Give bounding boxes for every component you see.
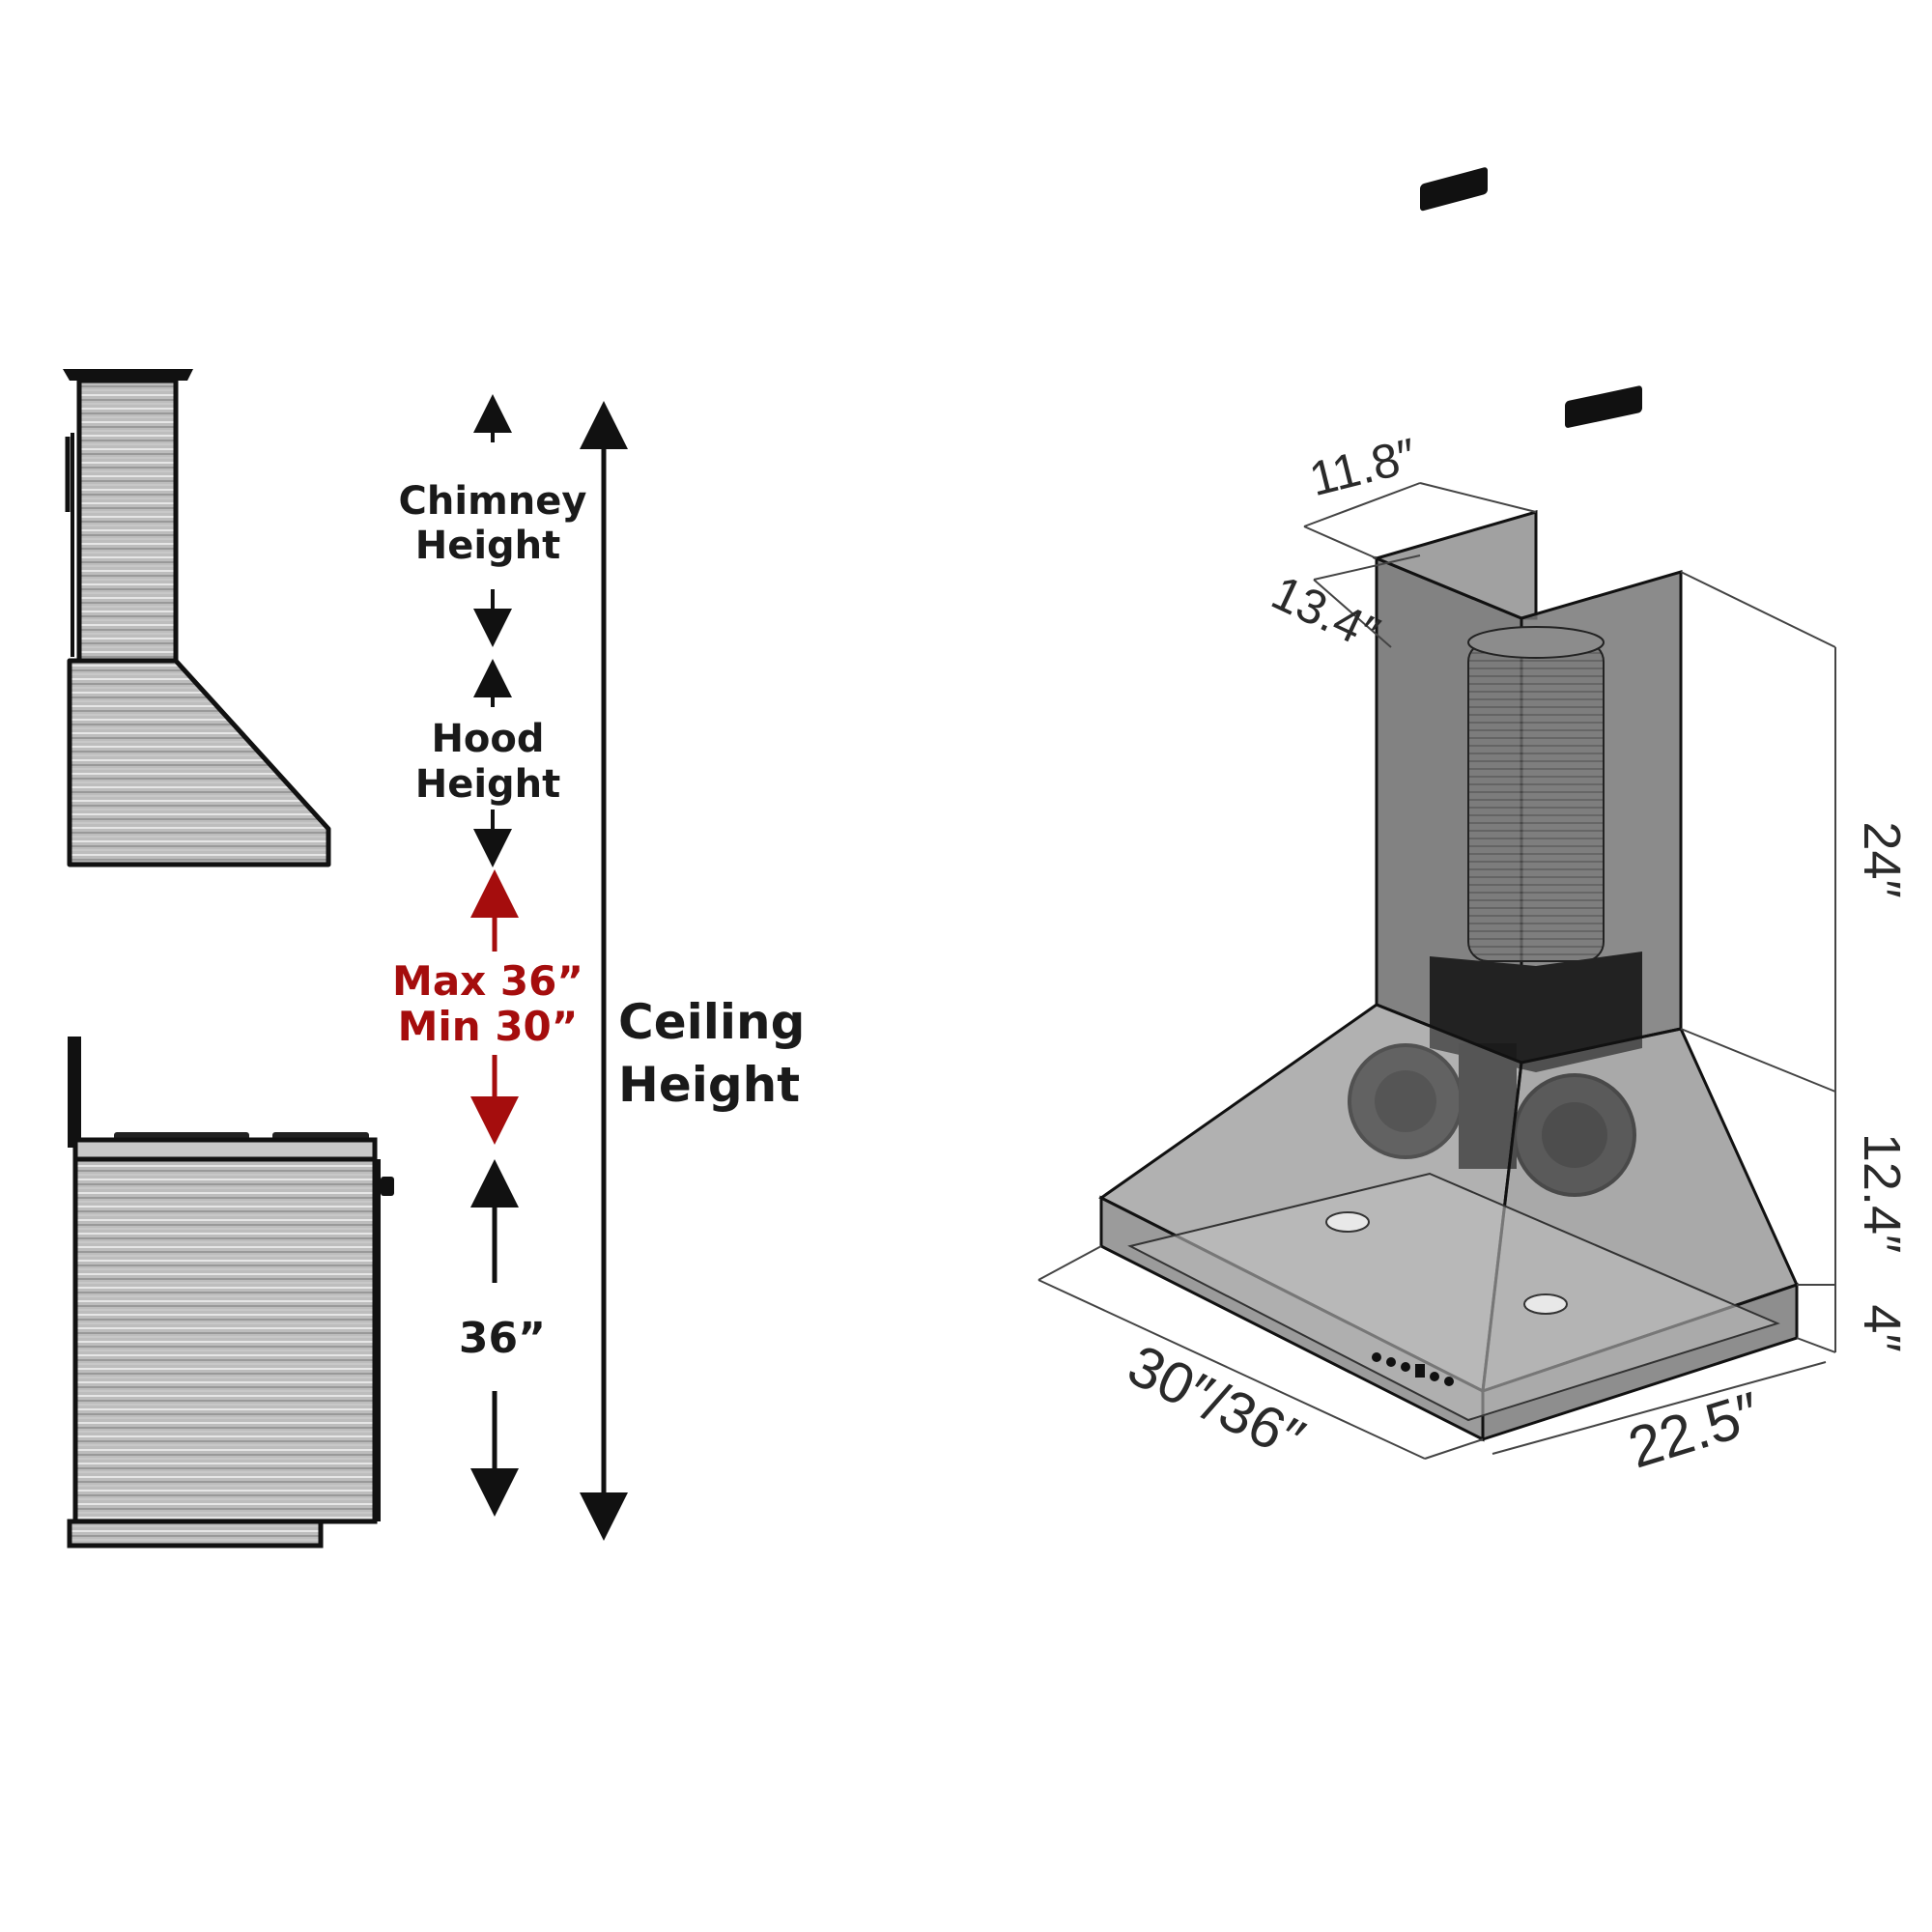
hood-body — [67, 658, 331, 867]
duct-cylinder — [1467, 626, 1605, 962]
dim-chimney-width: 11.8″ — [1304, 428, 1422, 506]
hood-light-left — [1325, 1211, 1370, 1233]
min-clearance-label: Min 30” — [398, 1003, 579, 1050]
dimension-lines — [1037, 482, 1836, 1460]
chimney-body — [65, 378, 179, 664]
max-clearance-label: Max 36” — [392, 957, 583, 1005]
dim-chimney-height: 24″ — [1853, 821, 1911, 897]
dim-chimney-depth: 13.4″ — [1264, 565, 1387, 661]
range-body — [67, 1132, 394, 1548]
chimney-label-line1: Chimney — [399, 479, 587, 524]
counter-height-label: 36” — [459, 1314, 546, 1363]
hood-light-right — [1523, 1293, 1568, 1315]
chimney-vents — [1420, 167, 1642, 428]
ceiling-height-label: Ceiling Height — [618, 994, 805, 1113]
dim-hood-width: 30″/36″ — [1119, 1332, 1315, 1472]
control-panel — [1372, 1352, 1454, 1386]
chimney-cap — [63, 369, 193, 381]
hood-label-line2: Height — [415, 762, 561, 807]
clearance-label: Max 36” Min 30” — [392, 957, 583, 1050]
hood-label-line1: Hood — [431, 717, 544, 761]
hood-filter-panel — [1127, 1172, 1780, 1422]
dim-hood-depth: 22.5″ — [1621, 1379, 1768, 1480]
dim-hood-base-height: 4″ — [1853, 1304, 1911, 1351]
ceiling-label-line2: Height — [618, 1057, 800, 1113]
side-view: Chimney Height Hood Height Max 36” Min 3… — [63, 369, 805, 1548]
dim-hood-height: 12.4″ — [1853, 1133, 1911, 1253]
chimney-label-line2: Height — [415, 524, 561, 568]
hood-height-label: Hood Height — [415, 717, 561, 807]
chimney-height-label: Chimney Height — [399, 479, 587, 568]
wall-line — [68, 1037, 81, 1148]
isometric-view: 11.8″ 13.4″ 24″ 12.4″ 4″ 30″/36″ 22.5″ — [1037, 167, 1911, 1481]
ceiling-label-line1: Ceiling — [618, 994, 805, 1050]
